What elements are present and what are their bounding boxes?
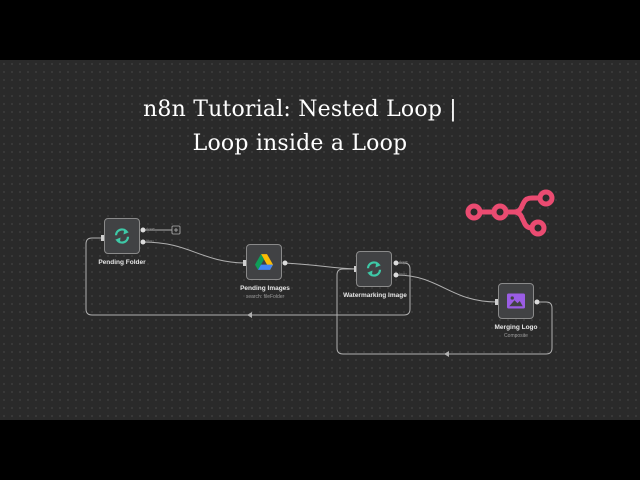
node-label: Pending Images xyxy=(240,285,290,292)
node-pending-folder[interactable] xyxy=(104,218,140,254)
node-label: Watermarking Image xyxy=(343,292,407,299)
n8n-logo-icon xyxy=(465,189,555,237)
title-line-1: n8n Tutorial: Nested Loop | xyxy=(143,97,457,122)
node-label: Pending Folder xyxy=(98,259,146,266)
title-line-2: Loop inside a Loop xyxy=(192,131,408,156)
connections xyxy=(85,225,553,357)
node-subtitle: Composite xyxy=(504,333,528,339)
add-node-button xyxy=(171,225,181,235)
refresh-loop-icon xyxy=(366,261,382,277)
node-merging-logo[interactable] xyxy=(498,283,534,319)
node-pending-images[interactable] xyxy=(246,244,282,280)
node-label: Merging Logo xyxy=(494,324,538,331)
node-watermarking-image[interactable] xyxy=(356,251,392,287)
node-subtitle: search: fileFolder xyxy=(245,294,285,300)
image-icon xyxy=(507,293,525,309)
port-label-done: done xyxy=(399,259,408,264)
workflow-canvas[interactable]: n8n Tutorial: Nested Loop | Loop inside … xyxy=(0,60,640,420)
port-label-done: done xyxy=(146,226,155,231)
google-drive-icon xyxy=(255,254,273,270)
port-label-loop: loop xyxy=(399,271,407,276)
port-label-loop: loop xyxy=(146,238,154,243)
refresh-loop-icon xyxy=(114,228,130,244)
